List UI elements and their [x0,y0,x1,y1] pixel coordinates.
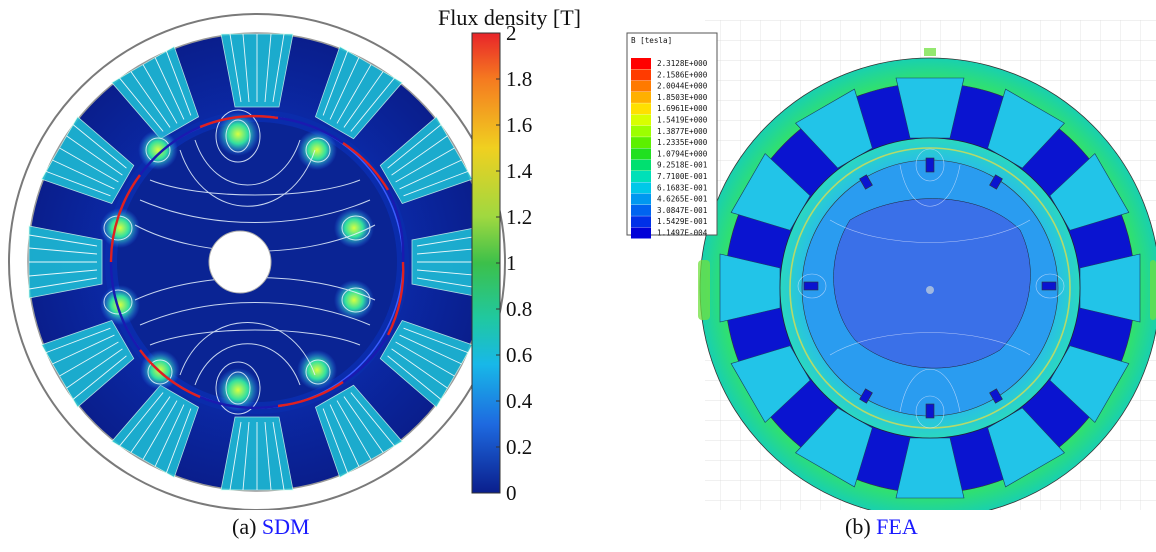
colorbar-tick-label: 1.8 [506,67,532,91]
fea-legend-value: 2.1586E+000 [657,70,708,79]
fea-legend-value: 1.8503E+000 [657,93,708,102]
fea-legend-value: 2.0044E+000 [657,82,708,91]
caption-sdm: (a) SDM [232,514,310,540]
fea-legend-swatch [631,69,651,81]
fea-legend-swatch [631,58,651,69]
caption-fea-link[interactable]: FEA [876,514,918,539]
fea-legend-swatch [631,148,651,160]
colorbar-tick-label: 0 [506,481,517,505]
colorbar-tick-label: 1.2 [506,205,532,229]
caption-sdm-prefix: (a) [232,514,257,539]
caption-sdm-link[interactable]: SDM [261,514,310,539]
fea-field-lines [797,148,1065,429]
fea-legend-value: 9.2518E-001 [657,161,708,170]
fea-legend-swatch [631,80,651,92]
fea-legend-swatch [631,227,651,239]
fea-yoke-hotspots [698,48,1156,320]
colorbar-tick-label: 1.4 [506,159,533,183]
fea-legend-swatch [631,114,651,126]
sdm-panel: Flux density [T] 2 1.8 1.6 1.4 1.2 1 0.8… [0,0,580,510]
fea-legend-swatch [631,159,651,171]
fea-machine [698,48,1156,510]
colorbar-tick-label: 0.4 [506,389,533,413]
fea-legend-value: 1.3877E+000 [657,127,708,136]
fea-legend-swatch [631,204,651,216]
sdm-tooth-flux-lines [28,33,486,491]
fea-legend: B [tesla] 2.3128E+000 2.1586E+000 2.0044E+… [626,32,718,239]
fea-legend-swatch [631,91,651,103]
fea-legend-value: 7.7100E-001 [657,172,708,181]
colorbar-title: Flux density [T] [438,5,580,30]
sdm-machine [8,13,506,510]
fea-legend-swatch [631,171,651,182]
caption-fea-prefix: (b) [845,514,871,539]
fea-legend-swatch [631,103,651,115]
fea-legend-swatch [631,125,651,137]
colorbar-tick-label: 0.6 [506,343,532,367]
fea-legend-value: 1.5429E-001 [657,217,708,226]
fea-rotor-core [833,198,1031,369]
colorbar-tick-label: 2 [506,21,517,45]
fea-figure: B [tesla] 2.3128E+000 2.1586E+000 2.0044E+… [626,20,1156,510]
sdm-shaft-hole [208,230,272,294]
colorbar-tick-marks [496,32,500,494]
sdm-figure: Flux density [T] 2 1.8 1.6 1.4 1.2 1 0.8… [8,5,580,510]
fea-legend-swatch [631,193,651,205]
fea-legend-value: 1.1497E-004 [657,229,708,238]
fea-legend-value: 6.1683E-001 [657,183,708,192]
fea-legend-value: 1.6961E+000 [657,104,708,113]
fea-legend-value: 2.3128E+000 [657,59,708,68]
fea-legend-title: B [tesla] [631,36,672,45]
caption-fea: (b) FEA [845,514,918,540]
fea-legend-swatch [631,216,651,228]
fea-legend-rows: 2.3128E+000 2.1586E+000 2.0044E+000 1.8503E… [631,58,708,239]
colorbar-tick-label: 0.2 [506,435,532,459]
sdm-colorbar: Flux density [T] 2 1.8 1.6 1.4 1.2 1 0.8… [438,5,580,505]
fea-legend-value: 1.5419E+000 [657,116,708,125]
fea-stator-teeth [719,77,1141,499]
fea-legend-value: 4.6265E-001 [657,195,708,204]
colorbar-scale [471,32,501,494]
fea-slot-openings [803,157,1057,419]
colorbar-tick-label: 1 [506,251,517,275]
fea-rotor-center [926,286,934,294]
sdm-magnet-segments [109,115,405,409]
fea-legend-swatch [631,182,651,194]
fea-legend-swatch [631,137,651,149]
fea-legend-value: 3.0847E-001 [657,206,708,215]
colorbar-tick-label: 1.6 [506,113,532,137]
fea-panel: B [tesla] 2.3128E+000 2.1586E+000 2.0044E+… [600,20,1156,510]
fea-legend-value: 1.2335E+000 [657,138,708,147]
fea-legend-value: 1.0794E+000 [657,149,708,158]
colorbar-tick-label: 0.8 [506,297,532,321]
